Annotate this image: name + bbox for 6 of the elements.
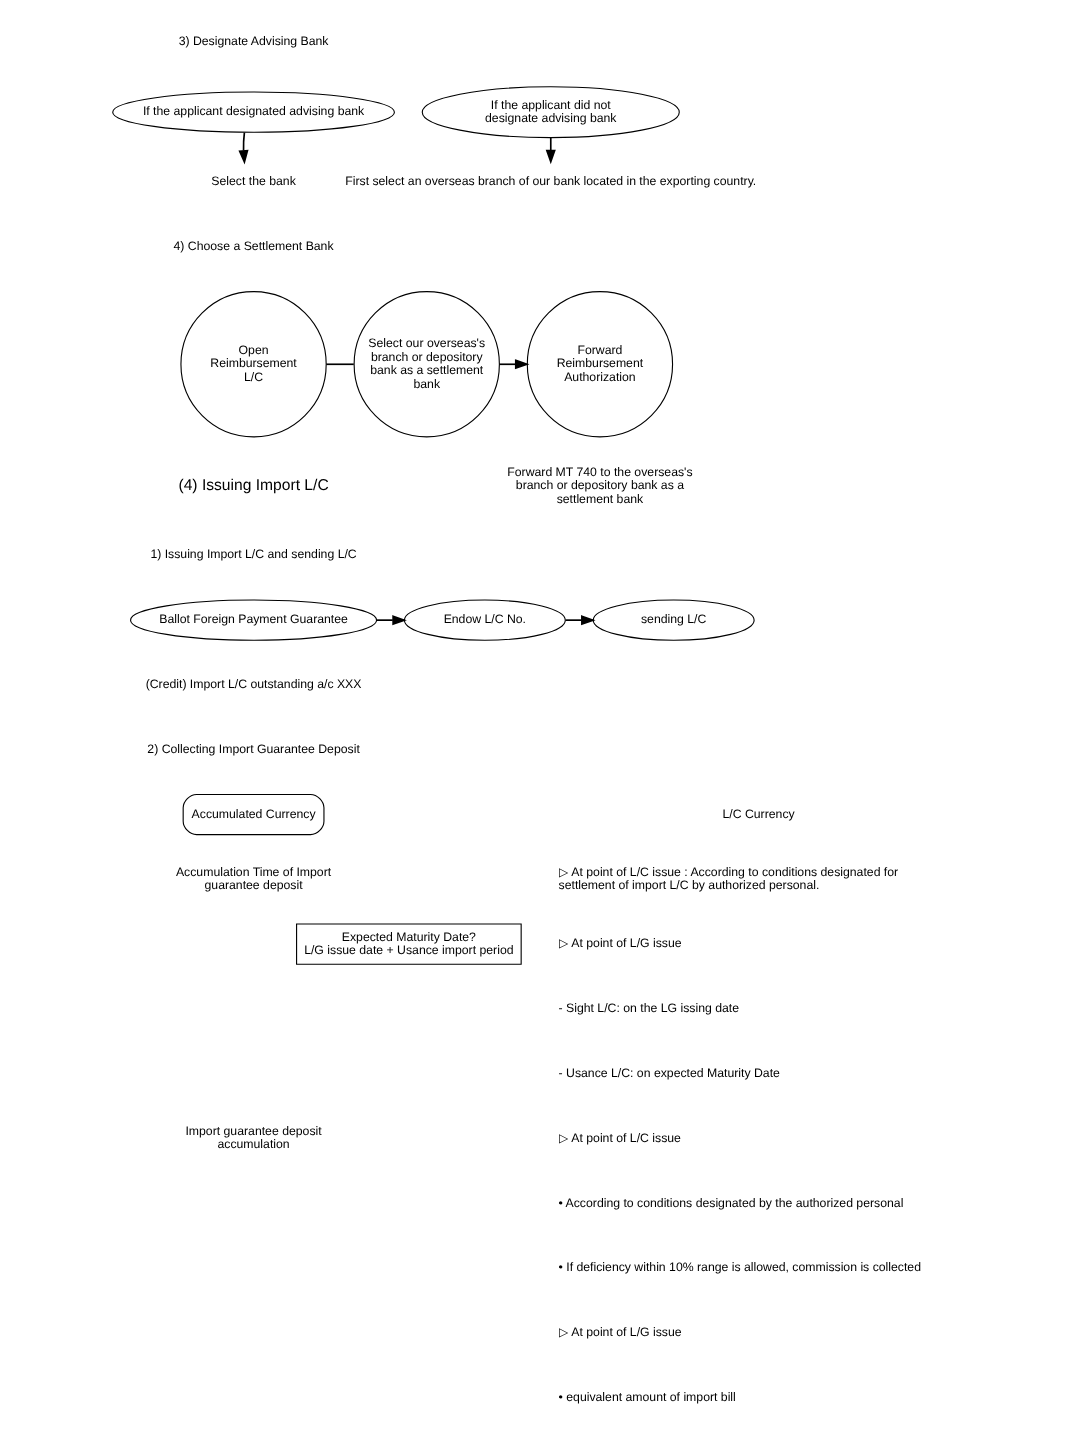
arrow: [376, 615, 407, 626]
connector: [325, 363, 355, 366]
arrow: [238, 131, 249, 165]
arrow: [564, 615, 596, 626]
arrow: [498, 359, 530, 370]
arrow: [545, 136, 556, 165]
